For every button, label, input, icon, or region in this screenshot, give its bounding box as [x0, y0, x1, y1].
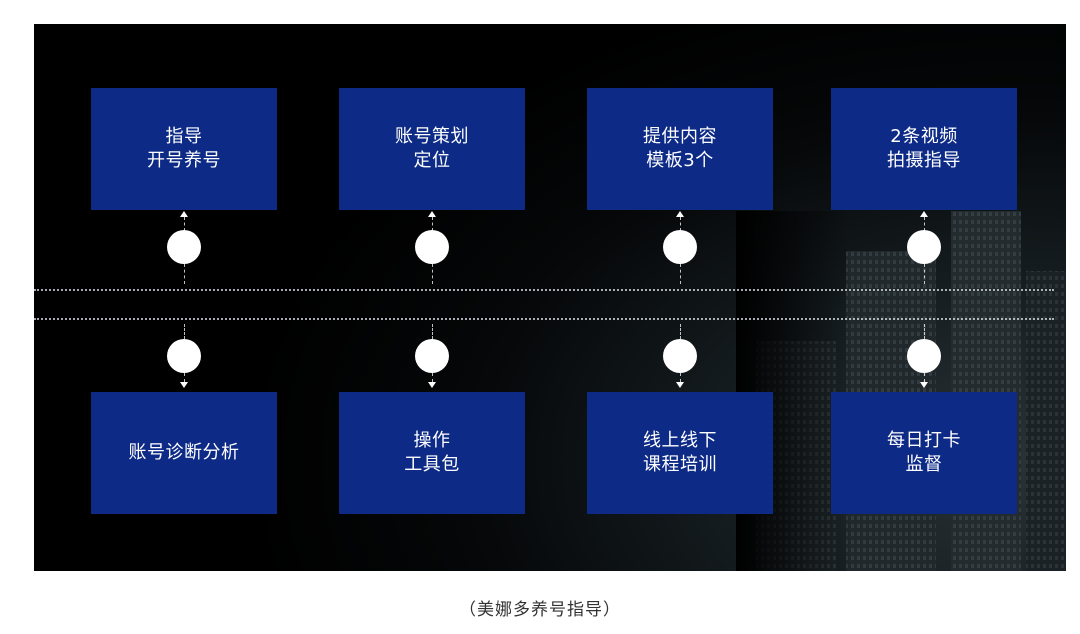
- connector-line: [680, 264, 681, 284]
- figure-caption: （美娜多养号指导）: [0, 595, 1080, 620]
- card-text: 监督: [906, 453, 943, 477]
- card-text: 提供内容: [643, 125, 717, 149]
- card-text: 2条视频: [890, 125, 957, 149]
- card-text: 每日打卡: [887, 429, 961, 453]
- card-text: 开号养号: [147, 149, 221, 173]
- arrow-down-icon: [676, 382, 684, 388]
- timeline-dot: [415, 339, 449, 373]
- connector-line: [680, 217, 681, 231]
- connector-line: [924, 264, 925, 284]
- connector-line: [924, 217, 925, 231]
- connector-line: [924, 324, 925, 339]
- step-card-top: 2条视频 拍摄指导: [831, 88, 1017, 210]
- card-text: 指导: [166, 125, 203, 149]
- card-text: 拍摄指导: [887, 149, 961, 173]
- timeline-dot: [663, 230, 697, 264]
- card-text: 工具包: [404, 453, 460, 477]
- step-card-top: 账号策划 定位: [339, 88, 525, 210]
- timeline-dot: [907, 230, 941, 264]
- connector-line: [432, 373, 433, 382]
- arrow-down-icon: [180, 382, 188, 388]
- step-card-bottom: 操作 工具包: [339, 392, 525, 514]
- connector-line: [432, 217, 433, 231]
- connector-line: [184, 217, 185, 231]
- connector-line: [184, 264, 185, 284]
- card-text: 定位: [414, 149, 451, 173]
- diagram-panel: 指导 开号养号 账号诊断分析 账号策划 定位 操作 工具包: [34, 24, 1066, 571]
- card-text: 账号策划: [395, 125, 469, 149]
- timeline-dot: [907, 339, 941, 373]
- timeline-dot: [167, 230, 201, 264]
- timeline-dot: [415, 230, 449, 264]
- card-text: 账号诊断分析: [129, 441, 240, 465]
- step-card-bottom: 账号诊断分析: [91, 392, 277, 514]
- timeline-dot: [167, 339, 201, 373]
- timeline-lower-line: [34, 318, 1054, 320]
- city-skyline-background: [736, 211, 1066, 571]
- connector-line: [432, 264, 433, 284]
- timeline-dot: [663, 339, 697, 373]
- card-text: 模板3个: [646, 149, 713, 173]
- timeline-upper-line: [34, 289, 1054, 291]
- card-text: 操作: [414, 429, 451, 453]
- arrow-down-icon: [428, 382, 436, 388]
- step-card-bottom: 线上线下 课程培训: [587, 392, 773, 514]
- step-card-top: 指导 开号养号: [91, 88, 277, 210]
- connector-line: [184, 324, 185, 339]
- card-text: 线上线下: [643, 429, 717, 453]
- connector-line: [680, 373, 681, 382]
- step-card-bottom: 每日打卡 监督: [831, 392, 1017, 514]
- step-card-top: 提供内容 模板3个: [587, 88, 773, 210]
- arrow-down-icon: [920, 382, 928, 388]
- connector-line: [680, 324, 681, 339]
- connector-line: [432, 324, 433, 339]
- connector-line: [924, 373, 925, 382]
- card-text: 课程培训: [643, 453, 717, 477]
- connector-line: [184, 373, 185, 382]
